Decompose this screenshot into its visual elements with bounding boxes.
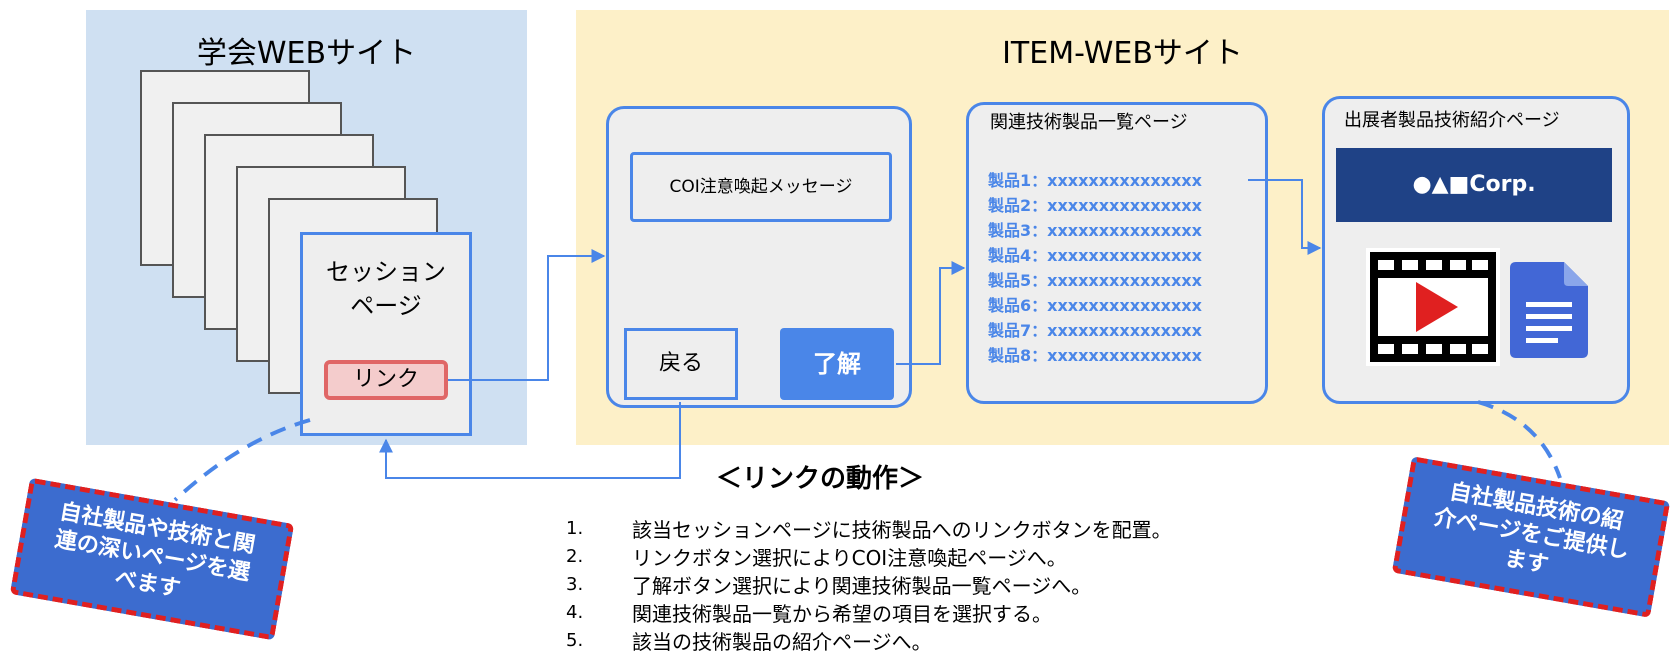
item-site-title: ITEM-WEBサイト bbox=[1002, 36, 1243, 71]
company-banner: ●▲■Corp. bbox=[1336, 148, 1612, 222]
product-item[interactable]: 製品4：xxxxxxxxxxxxxxx bbox=[988, 246, 1202, 265]
step-text: 了解ボタン選択により関連技術製品一覧ページへ。 bbox=[632, 574, 1092, 598]
step-text: 関連技術製品一覧から希望の項目を選択する。 bbox=[632, 602, 1052, 626]
link-button[interactable]: リンク bbox=[324, 360, 448, 400]
session-page: セッション ページ bbox=[300, 232, 472, 436]
product-item[interactable]: 製品2：xxxxxxxxxxxxxxx bbox=[988, 196, 1202, 215]
product-item[interactable]: 製品7：xxxxxxxxxxxxxxx bbox=[988, 321, 1202, 340]
product-list-page bbox=[966, 102, 1268, 404]
ok-button[interactable]: 了解 bbox=[780, 328, 894, 400]
exhibitor-page-title: 出展者製品技術紹介ページ bbox=[1344, 110, 1560, 131]
steps-title: ＜リンクの動作＞ bbox=[715, 464, 924, 494]
product-item[interactable]: 製品5：xxxxxxxxxxxxxxx bbox=[988, 271, 1202, 290]
step-number: 4. bbox=[566, 602, 584, 623]
product-list-title: 関連技術製品一覧ページ bbox=[990, 112, 1188, 133]
product-item[interactable]: 製品6：xxxxxxxxxxxxxxx bbox=[988, 296, 1202, 315]
step-number: 5. bbox=[566, 630, 584, 651]
product-item[interactable]: 製品1：xxxxxxxxxxxxxxx bbox=[988, 171, 1202, 190]
arrow-ok-to-list bbox=[896, 261, 966, 365]
session-page-label: セッション ページ bbox=[326, 258, 446, 320]
step-number: 1. bbox=[566, 518, 584, 539]
callout-left-pointer bbox=[173, 418, 311, 502]
back-button[interactable]: 戻る bbox=[624, 328, 738, 400]
coi-warning-message: COI注意喚起メッセージ bbox=[630, 152, 892, 222]
step-number: 3. bbox=[566, 574, 584, 595]
product-item[interactable]: 製品8：xxxxxxxxxxxxxxx bbox=[988, 346, 1202, 365]
document-icon[interactable] bbox=[1510, 262, 1588, 358]
video-icon[interactable] bbox=[1366, 248, 1500, 366]
arrow-link-to-coi bbox=[448, 249, 606, 381]
step-number: 2. bbox=[566, 546, 584, 567]
academic-site-title: 学会WEBサイト bbox=[196, 36, 417, 71]
product-item[interactable]: 製品3：xxxxxxxxxxxxxxx bbox=[988, 221, 1202, 240]
step-text: 該当の技術製品の紹介ページへ。 bbox=[632, 630, 932, 654]
step-text: リンクボタン選択によりCOI注意喚起ページへ。 bbox=[632, 546, 1067, 570]
arrow-list-to-exhibitor bbox=[1248, 179, 1322, 255]
step-text: 該当セッションページに技術製品へのリンクボタンを配置。 bbox=[632, 518, 1172, 542]
arrow-back-to-session bbox=[379, 402, 681, 479]
callout-right-pointer bbox=[1477, 400, 1562, 479]
